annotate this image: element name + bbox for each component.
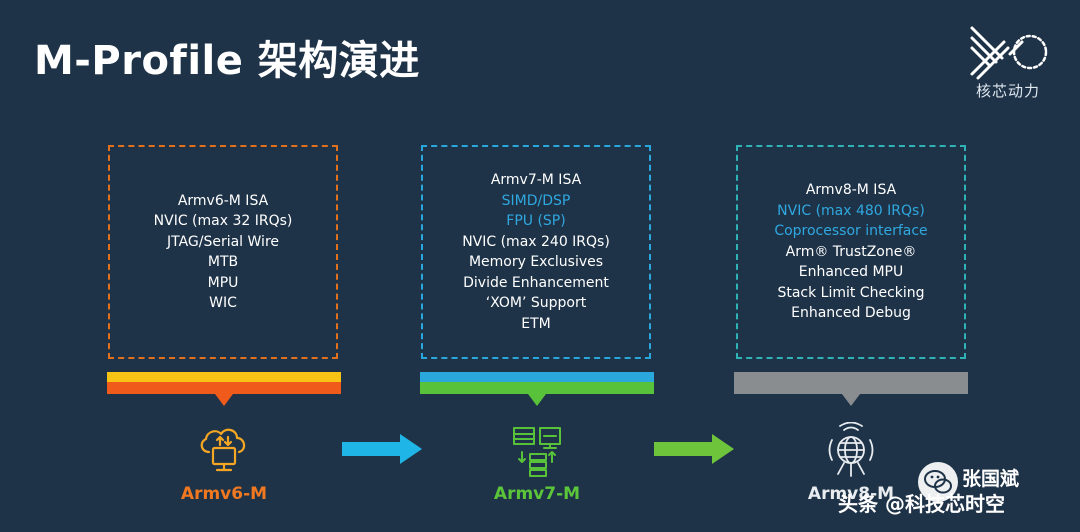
armv7-feature-box: Armv7-M ISA SIMD/DSP FPU (SP) NVIC (max …: [421, 145, 651, 359]
xpu-logo-icon: [970, 26, 1048, 80]
pointer-icon: [528, 394, 546, 406]
armv6-bar-top: [107, 372, 341, 382]
feature-item: WIC: [209, 295, 237, 311]
armv6-feature-box: Armv6-M ISA NVIC (max 32 IRQs) JTAG/Seri…: [108, 145, 338, 359]
armv7-column: Armv7-M: [420, 372, 654, 532]
feature-item: NVIC (max 240 IRQs): [462, 233, 610, 250]
feature-item: JTAG/Serial Wire: [166, 233, 280, 250]
feature-item-highlight: Coprocessor interface: [774, 223, 928, 240]
arrow-right-icon: [342, 434, 422, 464]
cloud-computer-icon: [200, 428, 246, 472]
armv7-bar-bottom: [420, 382, 654, 394]
feature-item: MTB: [207, 254, 239, 270]
pointer-icon: [215, 394, 233, 406]
feature-item: Divide Enhancement: [463, 274, 609, 291]
watermark-author: 张国斌: [962, 468, 1020, 490]
feature-item: Armv8-M ISA: [805, 182, 897, 199]
armv7-feature-list: Armv7-M ISA SIMD/DSP FPU (SP) NVIC (max …: [462, 170, 610, 334]
feature-item: Enhanced Debug: [791, 305, 911, 322]
armv6-label: Armv6-M: [180, 484, 268, 504]
arrow-right-icon: [654, 434, 734, 464]
armv8-bar: [734, 372, 968, 394]
armv6-feature-list: Armv6-M ISA NVIC (max 32 IRQs) JTAG/Seri…: [154, 191, 293, 314]
feature-item-highlight: FPU (SP): [506, 213, 566, 229]
feature-item-highlight: SIMD/DSP: [501, 192, 571, 209]
armv8-feature-box: Armv8-M ISA NVIC (max 480 IRQs) Coproces…: [736, 145, 966, 359]
server-sync-icon: [513, 427, 561, 477]
feature-item: ETM: [521, 315, 551, 332]
feature-item: Enhanced MPU: [798, 264, 904, 281]
feature-item: MPU: [207, 274, 239, 291]
feature-item: Armv7-M ISA: [490, 172, 582, 188]
armv6-column: Armv6-M: [107, 372, 341, 532]
armv8-feature-list: Armv8-M ISA NVIC (max 480 IRQs) Coproces…: [774, 180, 927, 324]
wechat-icon: [918, 462, 958, 502]
watermark-account: 头条 @科技芯时空: [838, 492, 1005, 516]
armv7-bar-top: [420, 372, 654, 382]
feature-item-highlight: NVIC (max 480 IRQs): [777, 202, 925, 219]
feature-item: Memory Exclusives: [468, 254, 604, 270]
logo-text: 核芯动力: [975, 82, 1040, 100]
armv8-column: Armv8-M: [734, 372, 968, 532]
feature-item: NVIC (max 32 IRQs): [153, 213, 293, 229]
page-title: M-Profile 架构演进: [34, 38, 420, 84]
feature-item: Stack Limit Checking: [777, 284, 925, 301]
armv8-label: Armv8-M: [807, 484, 895, 504]
armv7-label: Armv7-M: [493, 484, 581, 504]
feature-item: Arm® TrustZone®: [785, 243, 917, 260]
pointer-icon: [842, 394, 860, 406]
feature-item: ‘XOM’ Support: [485, 295, 587, 311]
feature-item: Armv6-M ISA: [177, 192, 269, 209]
wireless-globe-icon: [828, 422, 874, 477]
armv6-bar-bottom: [107, 382, 341, 394]
